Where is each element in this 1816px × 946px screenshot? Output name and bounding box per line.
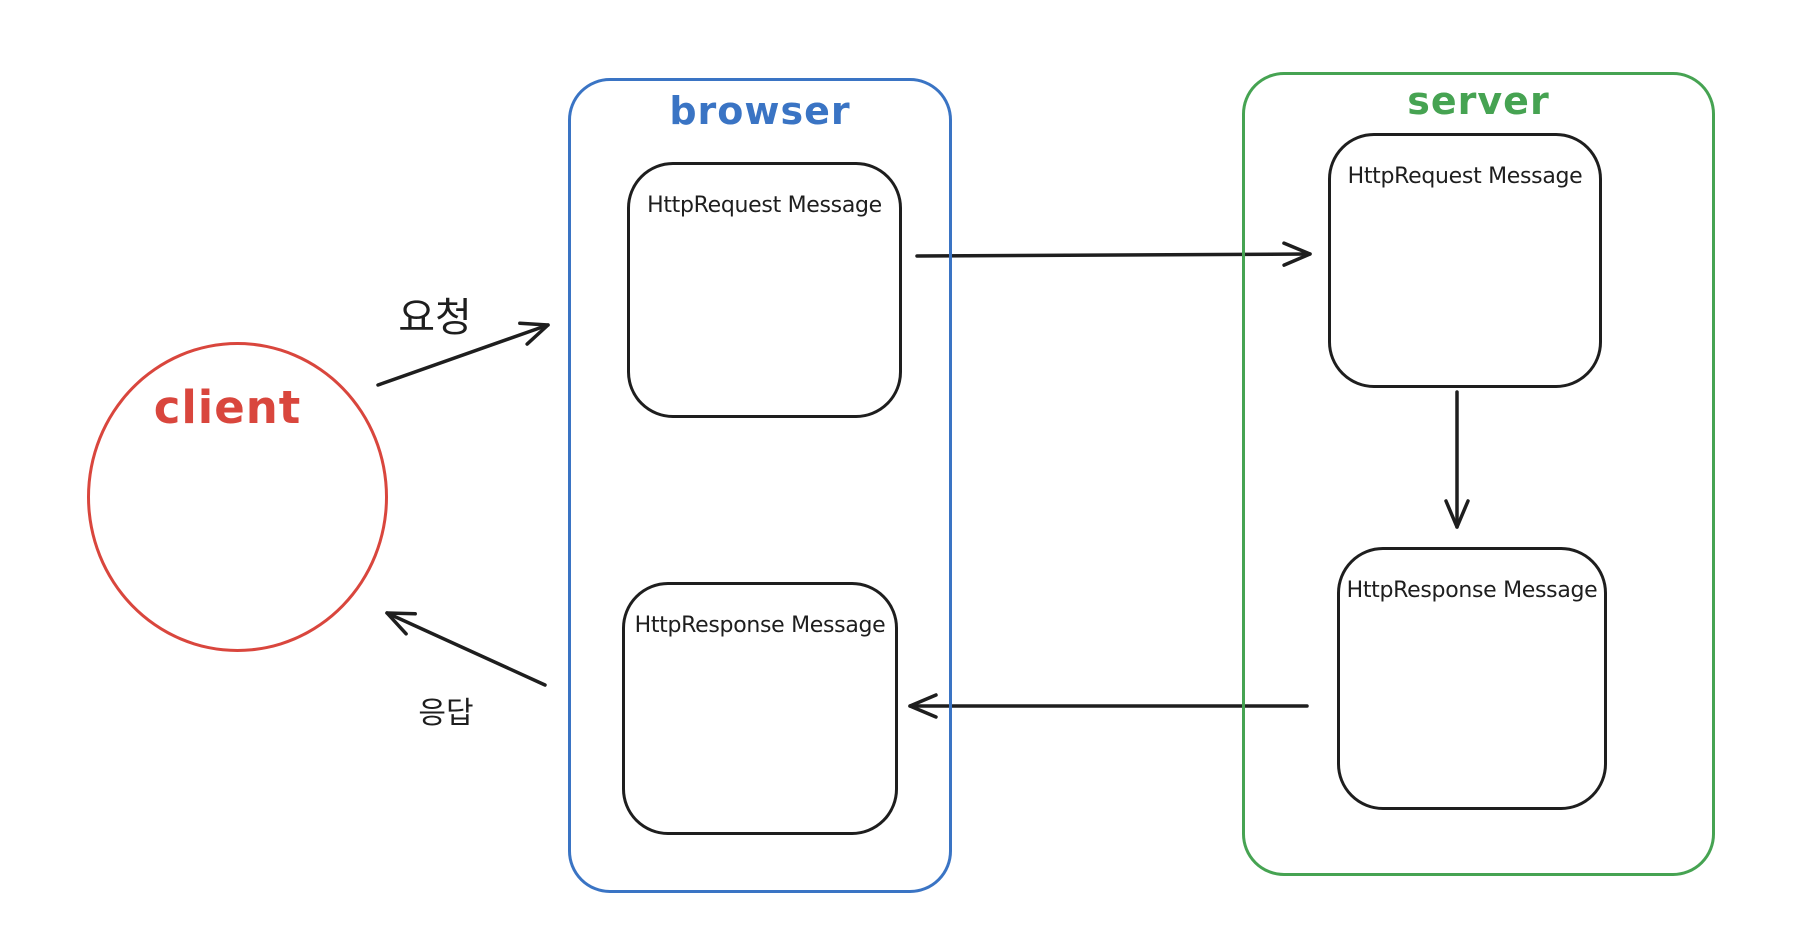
server-request-box: HttpRequest Message xyxy=(1328,133,1602,388)
client-label: client xyxy=(153,381,302,434)
browser-label: browser xyxy=(669,89,851,133)
browser-request-box: HttpRequest Message xyxy=(627,162,902,418)
browser-response-label: HttpResponse Message xyxy=(634,613,886,638)
server-response-box: HttpResponse Message xyxy=(1337,547,1607,810)
server-response-label: HttpResponse Message xyxy=(1346,578,1598,603)
server-request-label: HttpRequest Message xyxy=(1347,164,1583,189)
browser-container: browser xyxy=(568,78,952,893)
request-flow-label: 요청 xyxy=(398,295,472,341)
server-container: server xyxy=(1242,72,1715,876)
browser-request-label: HttpRequest Message xyxy=(647,193,882,218)
client-node xyxy=(87,342,388,652)
server-label: server xyxy=(1407,79,1550,123)
arrow-browser-to-client xyxy=(385,611,547,687)
response-flow-label: 응답 xyxy=(418,696,474,731)
browser-response-box: HttpResponse Message xyxy=(622,582,898,835)
